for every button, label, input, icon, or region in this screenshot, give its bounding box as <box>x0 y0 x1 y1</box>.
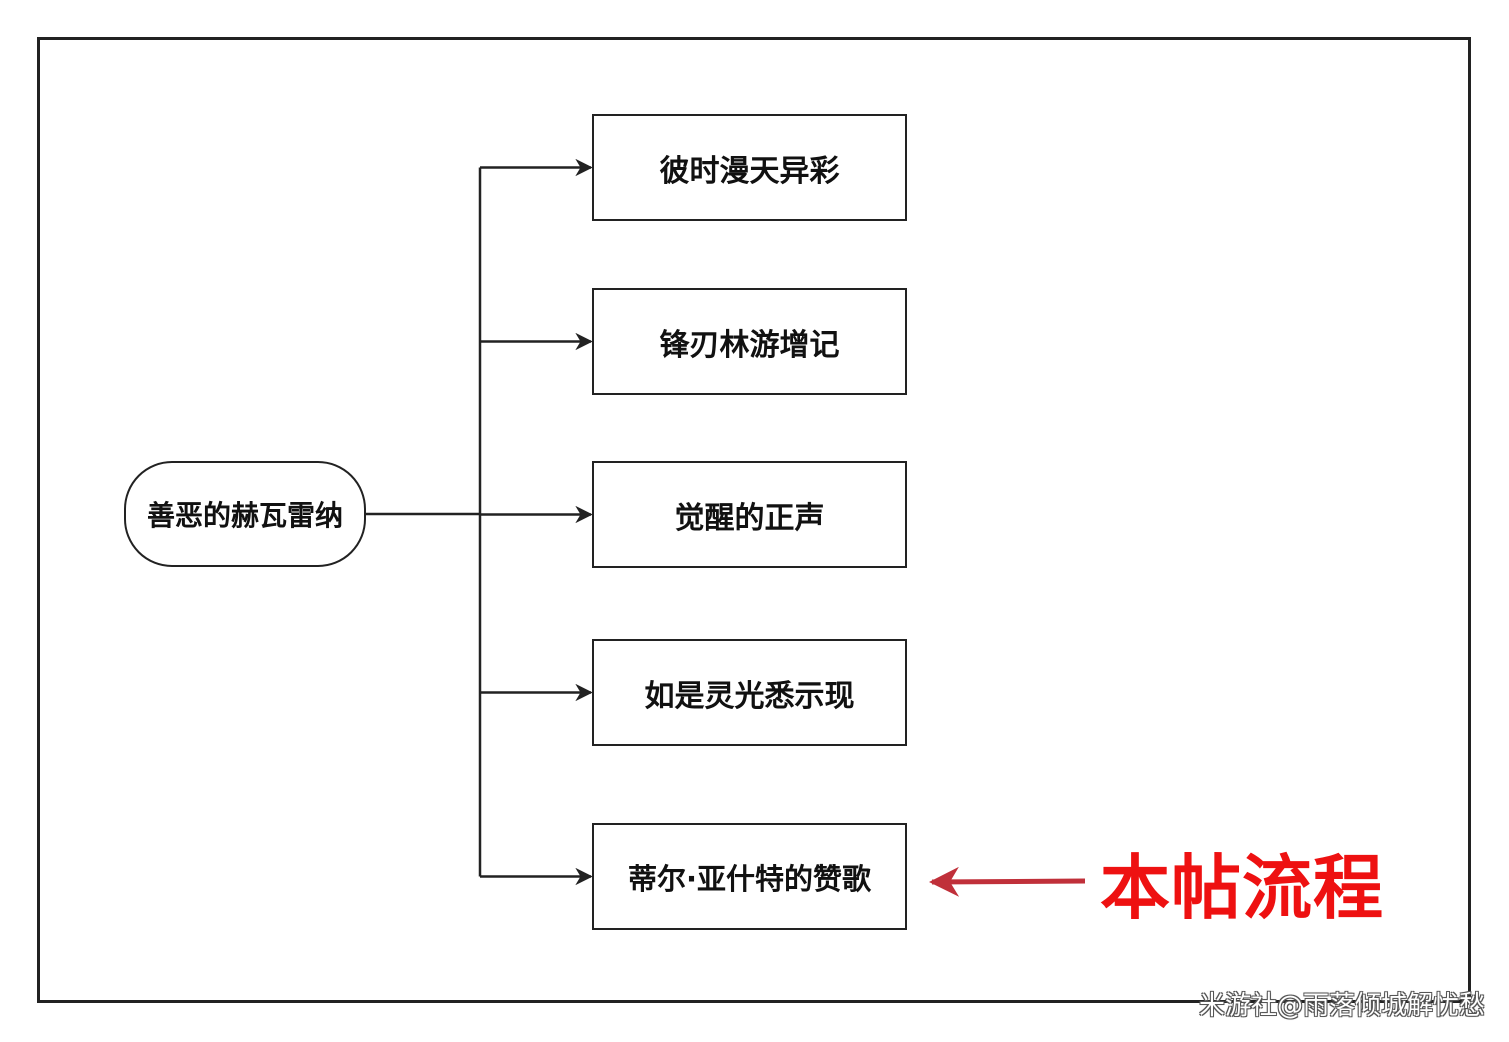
child-node-5: 蒂尔·亚什特的赞歌 <box>592 823 907 930</box>
child-node-label: 如是灵光悉示现 <box>644 678 855 714</box>
child-node-2: 锋刃林游增记 <box>592 288 907 395</box>
child-node-label: 觉醒的正声 <box>674 500 825 536</box>
child-node-4: 如是灵光悉示现 <box>592 639 907 746</box>
child-node-3: 觉醒的正声 <box>592 461 907 568</box>
child-node-1: 彼时漫天异彩 <box>592 114 907 221</box>
diagram-frame <box>37 37 1471 1003</box>
callout-label: 本帖流程 <box>1100 847 1384 929</box>
child-node-label: 彼时漫天异彩 <box>659 153 840 189</box>
child-node-label: 蒂尔·亚什特的赞歌 <box>627 861 872 896</box>
root-node: 善恶的赫瓦雷纳 <box>124 461 366 567</box>
watermark: 米游社@雨落倾城解忧愁 <box>1198 991 1485 1021</box>
root-node-label: 善恶的赫瓦雷纳 <box>146 499 343 532</box>
child-node-label: 锋刃林游增记 <box>659 327 840 363</box>
